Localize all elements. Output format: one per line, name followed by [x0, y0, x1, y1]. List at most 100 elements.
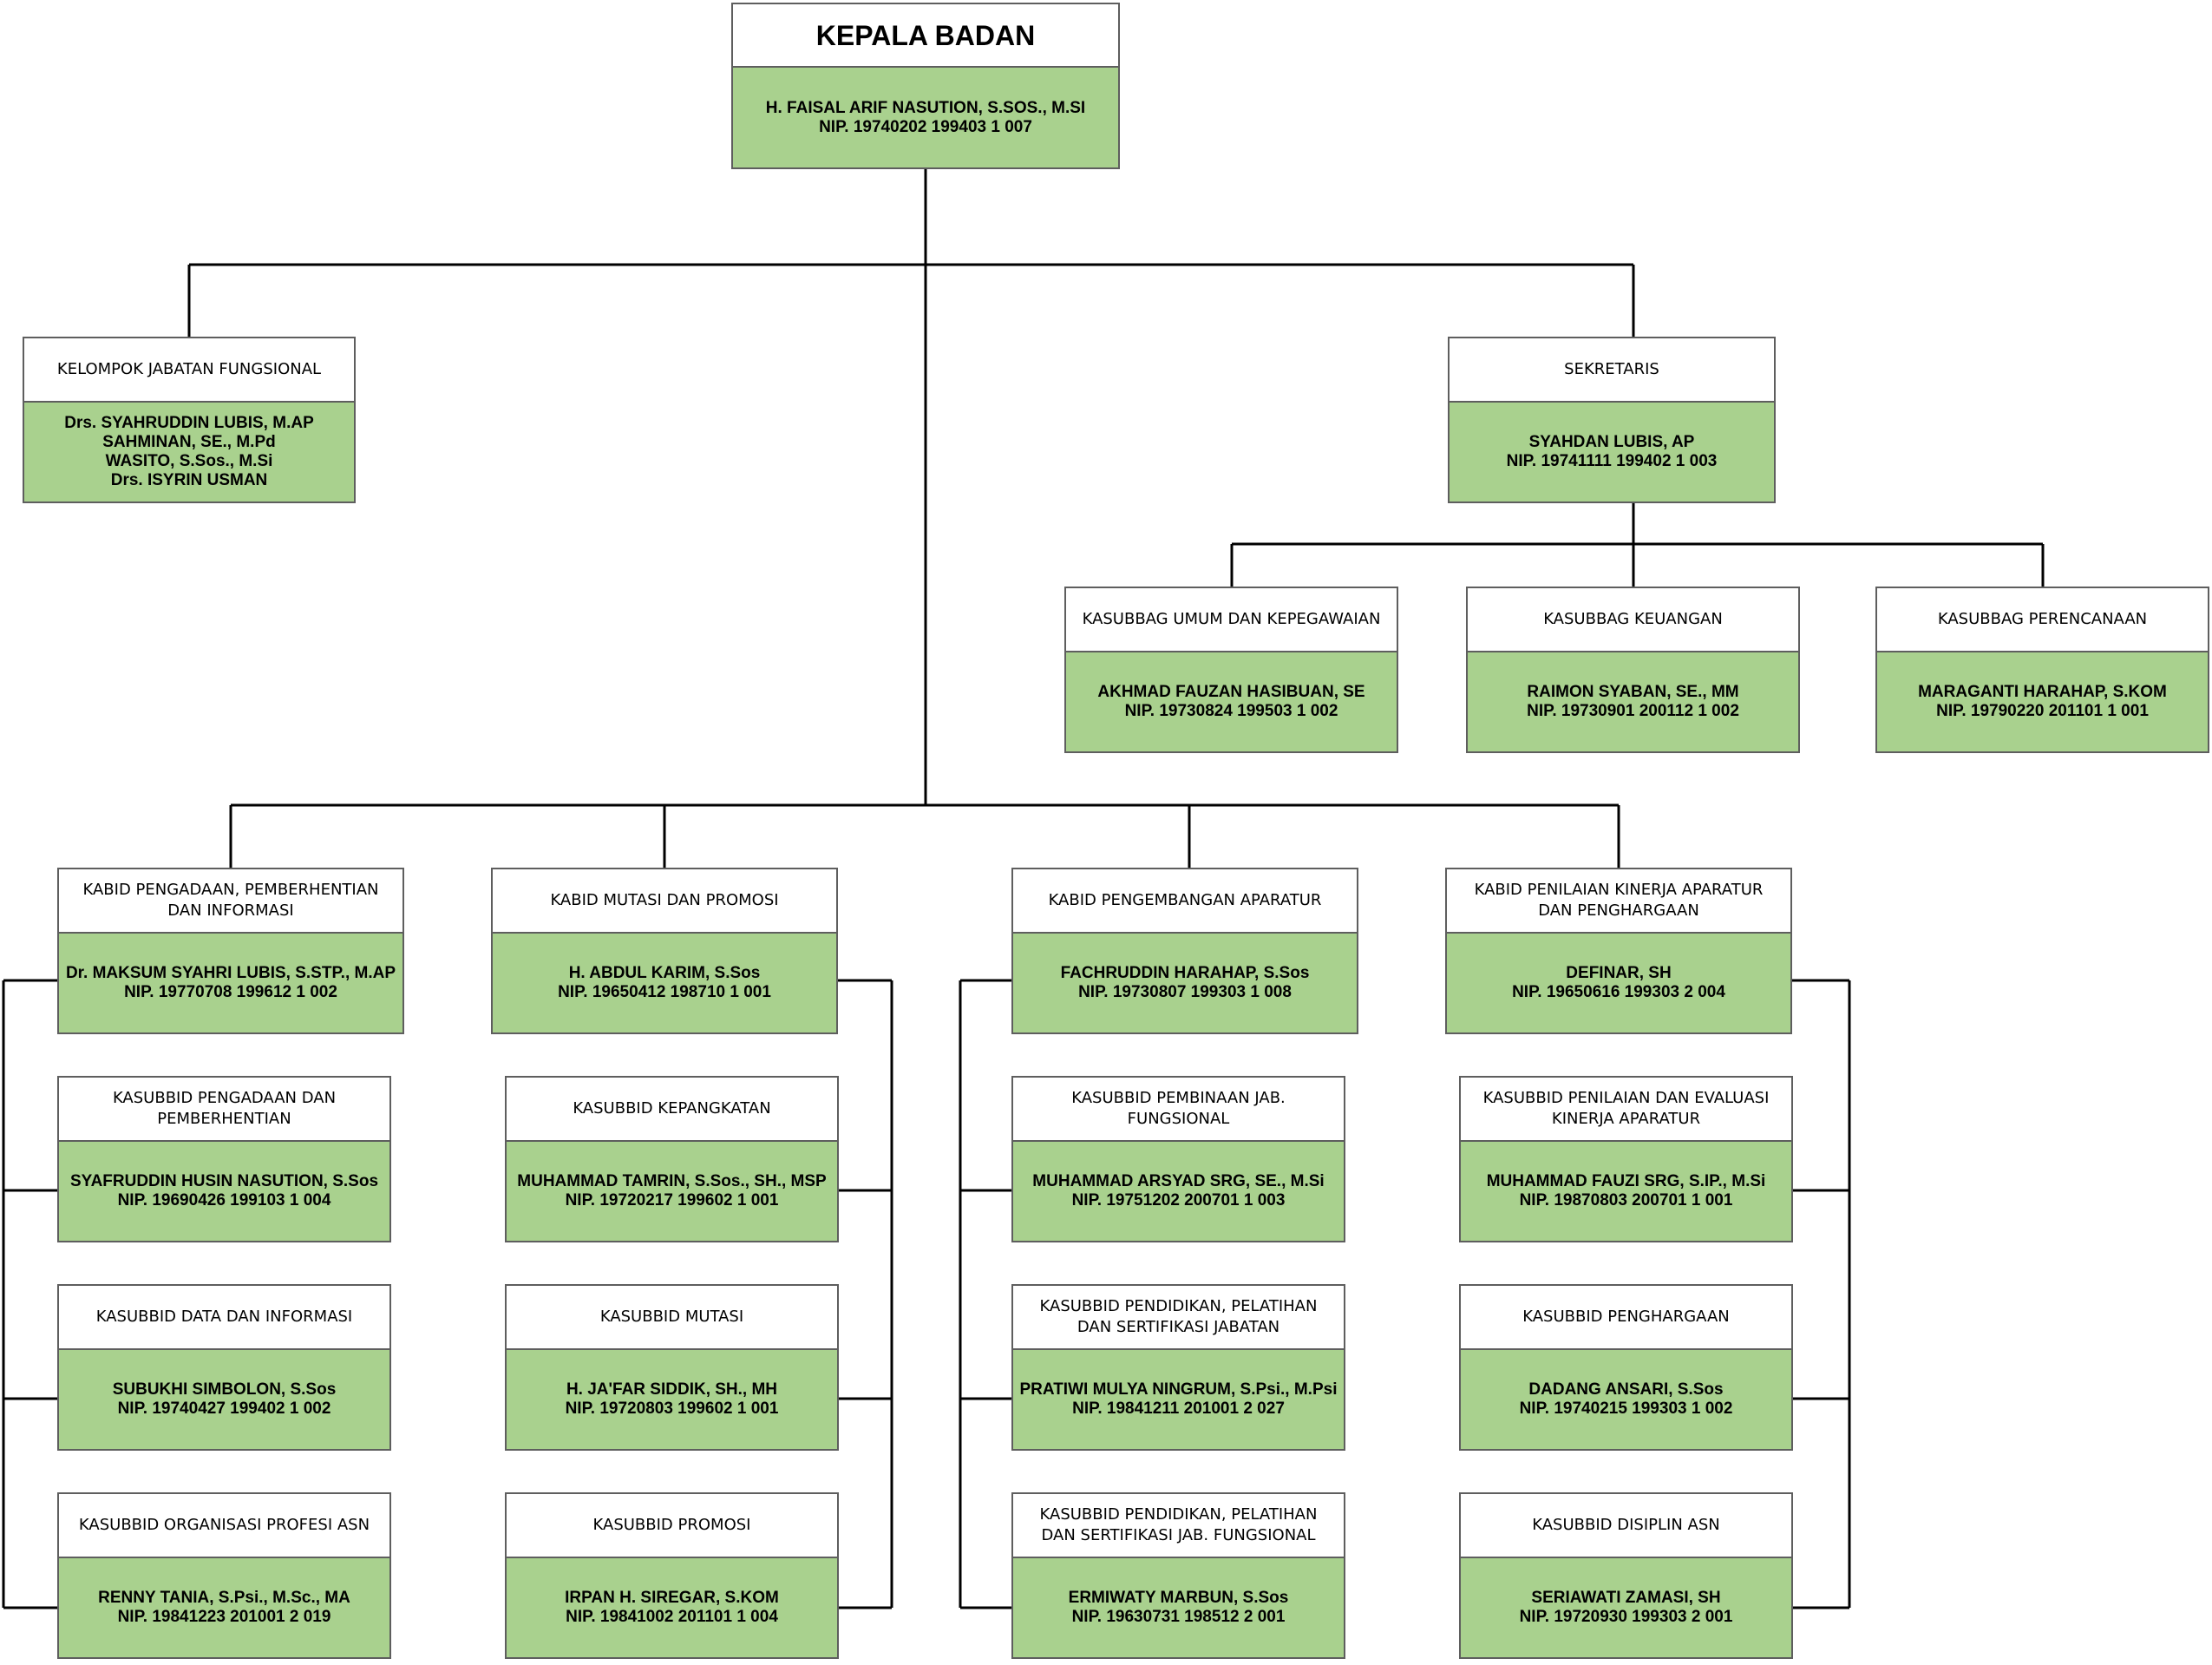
subbidang-box-0-0-title: KASUBBID PENGADAAN DAN PEMBERHENTIAN [59, 1078, 389, 1142]
subbidang-box-1-0-line: MUHAMMAD TAMRIN, S.Sos., SH., MSP [517, 1172, 827, 1190]
subbidang-box-3-2-line: SERIAWATI ZAMASI, SH [1531, 1589, 1721, 1607]
subbidang-box-1-2-line: IRPAN H. SIREGAR, S.KOM [565, 1589, 779, 1607]
subbidang-box-0-1-title: KASUBBID DATA DAN INFORMASI [59, 1286, 389, 1350]
bidang-box-3: KABID PENILAIAN KINERJA APARATUR DAN PEN… [1445, 868, 1792, 1034]
bidang-box-2-line: NIP. 19730807 199303 1 008 [1078, 983, 1292, 1001]
sekretaris-box-title: SEKRETARIS [1450, 338, 1774, 403]
bidang-box-1-line: NIP. 19650412 198710 1 001 [558, 983, 771, 1001]
subbidang-box-3-1-title: KASUBBID PENGHARGAAN [1461, 1286, 1791, 1350]
kasubbag-box-0-title: KASUBBAG UMUM DAN KEPEGAWAIAN [1066, 588, 1397, 652]
bidang-box-0-line: NIP. 19770708 199612 1 002 [124, 983, 337, 1001]
fungsional-box-line: WASITO, S.Sos., M.Si [105, 452, 273, 470]
kasubbag-box-2-line: MARAGANTI HARAHAP, S.KOM [1918, 683, 2167, 701]
fungsional-box-line: Drs. ISYRIN USMAN [110, 471, 268, 489]
subbidang-box-3-0: KASUBBID PENILAIAN DAN EVALUASI KINERJA … [1459, 1076, 1793, 1242]
subbidang-box-0-1-line: SUBUKHI SIMBOLON, S.Sos [112, 1380, 337, 1399]
subbidang-box-1-2-line: NIP. 19841002 201101 1 004 [566, 1608, 778, 1626]
head-box-line: NIP. 19740202 199403 1 007 [819, 117, 1032, 136]
subbidang-box-1-2-title: KASUBBID PROMOSI [507, 1494, 837, 1558]
subbidang-box-0-0-line: NIP. 19690426 199103 1 004 [117, 1191, 331, 1209]
subbidang-box-2-1: KASUBBID PENDIDIKAN, PELATIHAN DAN SERTI… [1011, 1284, 1345, 1451]
bidang-box-3-title: KABID PENILAIAN KINERJA APARATUR DAN PEN… [1447, 869, 1790, 934]
head-box-title: KEPALA BADAN [733, 4, 1118, 68]
kasubbag-box-0-line: NIP. 19730824 199503 1 002 [1124, 702, 1338, 720]
subbidang-box-1-1-title: KASUBBID MUTASI [507, 1286, 837, 1350]
subbidang-box-3-1-line: NIP. 19740215 199303 1 002 [1519, 1400, 1733, 1418]
kasubbag-box-1-line: RAIMON SYABAN, SE., MM [1527, 683, 1739, 701]
kasubbag-box-1-title: KASUBBAG KEUANGAN [1468, 588, 1798, 652]
bidang-box-2-line: FACHRUDDIN HARAHAP, S.Sos [1060, 964, 1310, 982]
sekretaris-box-line: NIP. 19741111 199402 1 003 [1506, 452, 1718, 470]
subbidang-box-3-0-line: MUHAMMAD FAUZI SRG, S.IP., M.Si [1486, 1172, 1766, 1190]
subbidang-box-3-0-title: KASUBBID PENILAIAN DAN EVALUASI KINERJA … [1461, 1078, 1791, 1142]
kasubbag-box-2-line: NIP. 19790220 201101 1 001 [1936, 702, 2149, 720]
subbidang-box-2-0-line: MUHAMMAD ARSYAD SRG, SE., M.Si [1032, 1172, 1325, 1190]
subbidang-box-0-2-line: RENNY TANIA, S.Psi., M.Sc., MA [98, 1589, 350, 1607]
bidang-box-0: KABID PENGADAAN, PEMBERHENTIAN DAN INFOR… [57, 868, 404, 1034]
bidang-box-3-line: NIP. 19650616 199303 2 004 [1512, 983, 1725, 1001]
subbidang-box-1-0-title: KASUBBID KEPANGKATAN [507, 1078, 837, 1142]
subbidang-box-2-0-title: KASUBBID PEMBINAAN JAB. FUNGSIONAL [1013, 1078, 1344, 1142]
subbidang-box-0-1-line: NIP. 19740427 199402 1 002 [117, 1400, 331, 1418]
bidang-box-0-title: KABID PENGADAAN, PEMBERHENTIAN DAN INFOR… [59, 869, 402, 934]
subbidang-box-2-1-line: NIP. 19841211 201001 2 027 [1072, 1400, 1285, 1418]
subbidang-box-3-2-title: KASUBBID DISIPLIN ASN [1461, 1494, 1791, 1558]
kasubbag-box-0-line: AKHMAD FAUZAN HASIBUAN, SE [1097, 683, 1365, 701]
subbidang-box-1-1-line: H. JA'FAR SIDDIK, SH., MH [566, 1380, 778, 1399]
subbidang-box-2-2: KASUBBID PENDIDIKAN, PELATIHAN DAN SERTI… [1011, 1492, 1345, 1659]
subbidang-box-3-2-line: NIP. 19720930 199303 2 001 [1519, 1608, 1733, 1626]
bidang-box-1-title: KABID MUTASI DAN PROMOSI [493, 869, 836, 934]
subbidang-box-2-1-title: KASUBBID PENDIDIKAN, PELATIHAN DAN SERTI… [1013, 1286, 1344, 1350]
subbidang-box-2-2-line: ERMIWATY MARBUN, S.Sos [1068, 1589, 1289, 1607]
head-box-line: H. FAISAL ARIF NASUTION, S.SOS., M.SI [765, 98, 1086, 117]
subbidang-box-2-0-line: NIP. 19751202 200701 1 003 [1071, 1191, 1286, 1209]
subbidang-box-2-2-line: NIP. 19630731 198512 2 001 [1071, 1608, 1286, 1626]
subbidang-box-0-2-title: KASUBBID ORGANISASI PROFESI ASN [59, 1494, 389, 1558]
bidang-box-3-line: DEFINAR, SH [1566, 964, 1672, 982]
bidang-box-1-line: H. ABDUL KARIM, S.Sos [568, 964, 761, 982]
subbidang-box-0-0-line: SYAFRUDDIN HUSIN NASUTION, S.Sos [69, 1172, 379, 1190]
fungsional-box-line: Drs. SYAHRUDDIN LUBIS, M.AP [64, 414, 314, 432]
subbidang-box-3-1: KASUBBID PENGHARGAAN DADANG ANSARI, S.Sos… [1459, 1284, 1793, 1451]
fungsional-box-line: SAHMINAN, SE., M.Pd [102, 433, 276, 451]
subbidang-box-1-1-line: NIP. 19720803 199602 1 001 [565, 1400, 779, 1418]
sekretaris-box-line: SYAHDAN LUBIS, AP [1528, 433, 1695, 451]
subbidang-box-3-1-line: DADANG ANSARI, S.Sos [1528, 1380, 1724, 1399]
subbidang-box-3-0-line: NIP. 19870803 200701 1 001 [1519, 1191, 1733, 1209]
kasubbag-box-2-title: KASUBBAG PERENCANAAN [1877, 588, 2208, 652]
kasubbag-box-1-line: NIP. 19730901 200112 1 002 [1527, 702, 1739, 720]
